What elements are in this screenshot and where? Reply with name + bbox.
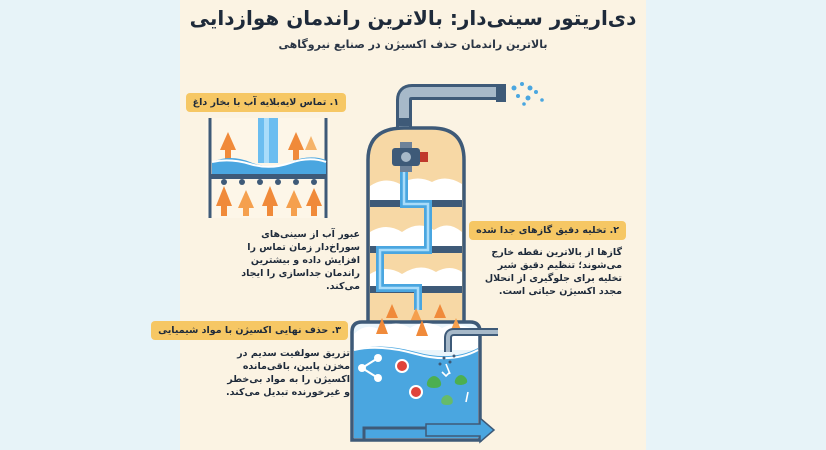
step-2-text: گازها از بالاترین نقطه خارج می‌شوند؛ تنظ… bbox=[484, 247, 622, 297]
vent-pipe bbox=[396, 84, 506, 128]
step-1-text: عبور آب از سینی‌های سوراخ‌دار زمان تماس … bbox=[241, 229, 360, 292]
poster-subtitle: بالاترین راندمان حذف اکسیژن در صنایع نیر… bbox=[278, 38, 548, 51]
oxygen-molecule-icon bbox=[358, 354, 423, 399]
vent-gas-icon bbox=[511, 82, 544, 106]
step-3-label: ۳. حذف نهایی اکسیژن با مواد شیمیایی bbox=[151, 321, 348, 340]
poster-title: دی‌اریتور سینی‌دار: بالاترین راندمان هوا… bbox=[189, 6, 637, 30]
right-margin bbox=[646, 0, 826, 450]
deaerator-column bbox=[366, 126, 466, 327]
step-1-label: ۱. تماس لایه‌بلایه آب با بخار داغ bbox=[185, 93, 346, 112]
step-2-label: ۲. تخلیه دقیق گازهای جدا شده bbox=[469, 221, 626, 240]
outlet-arrow-icon bbox=[362, 416, 496, 444]
left-margin bbox=[0, 0, 180, 450]
tray-detail-icon bbox=[206, 118, 330, 218]
step-3-text: تزریق سولفیت سدیم در مخزن پایین، باقی‌ما… bbox=[225, 348, 350, 398]
chemical-injection-pipe bbox=[438, 328, 498, 366]
infographic-poster: دی‌اریتور سینی‌دار: بالاترین راندمان هوا… bbox=[151, 0, 646, 450]
deaerator-illustration bbox=[206, 82, 544, 444]
sulfite-particles-icon bbox=[426, 363, 469, 405]
